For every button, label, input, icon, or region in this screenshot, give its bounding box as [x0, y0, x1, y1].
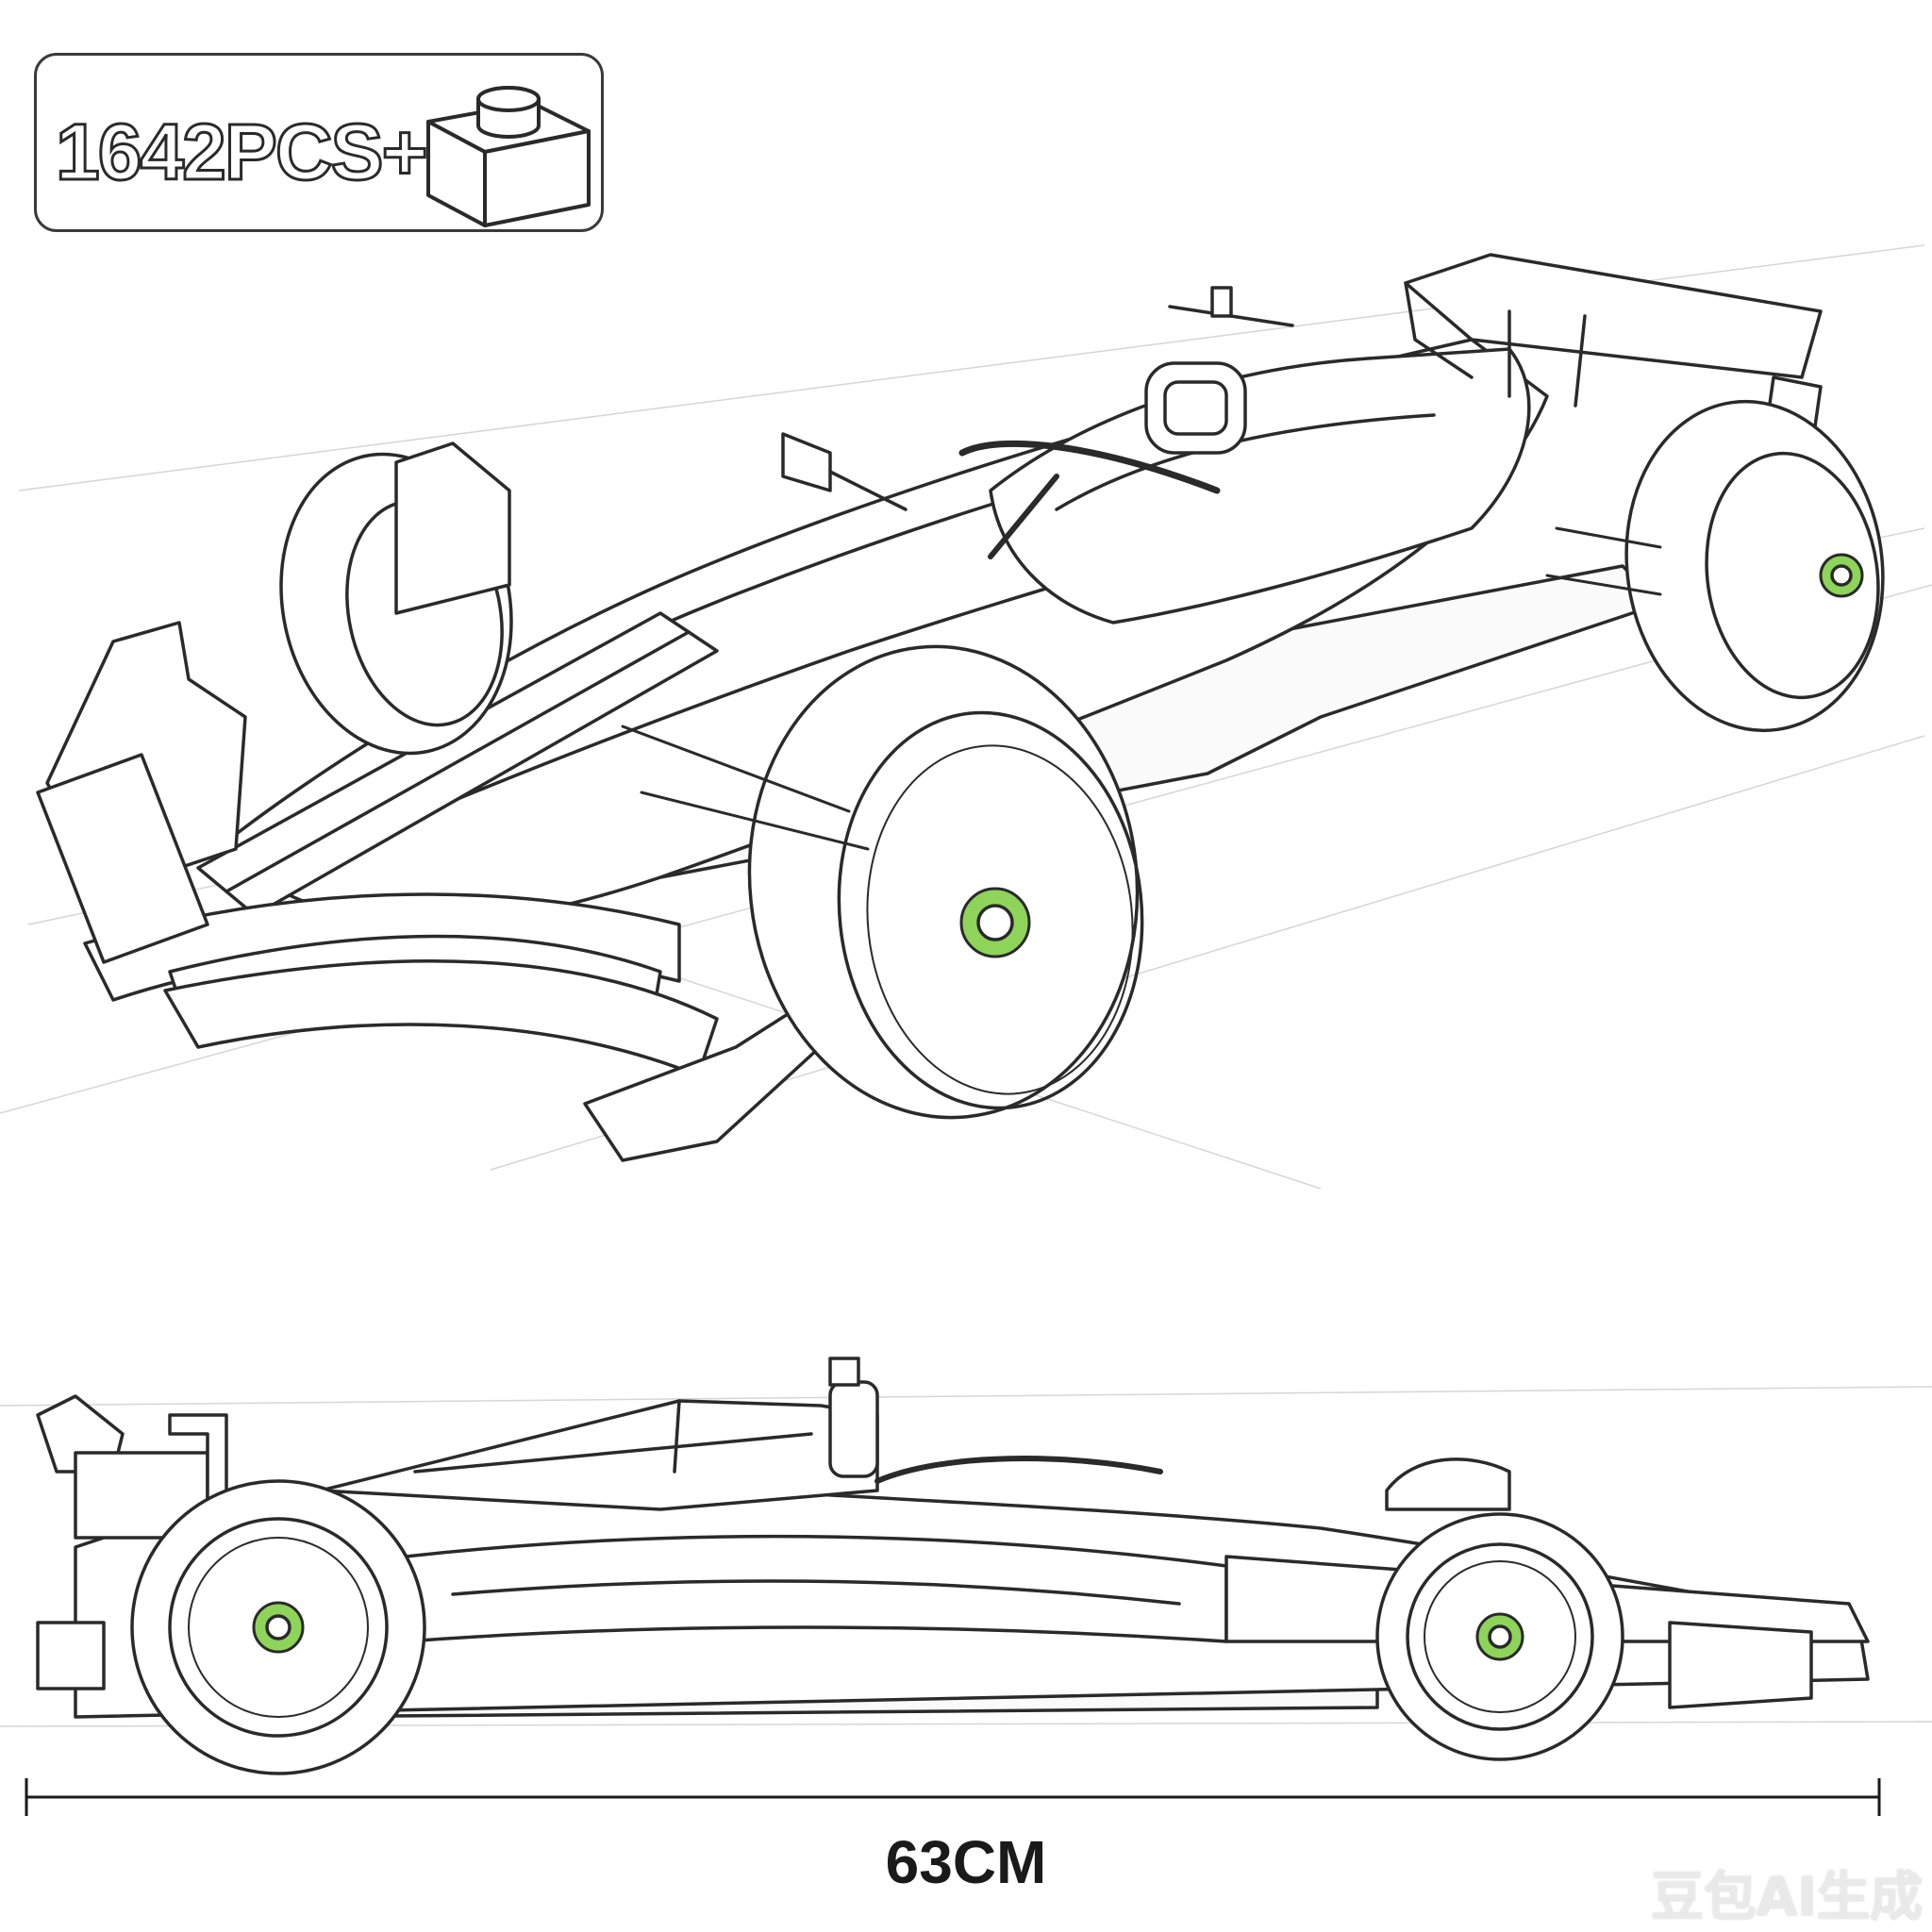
race-car-perspective-sketch — [36, 253, 1885, 1162]
length-dimension-label: 63CM — [885, 1828, 1047, 1896]
watermark: 豆包AI生成 — [1650, 1867, 1923, 1928]
piece-count-badge: 1642PCS+ — [34, 53, 604, 232]
dimension-line — [25, 1778, 1881, 1816]
piece-count-text: 1642PCS+ — [55, 108, 430, 196]
brick-icon — [426, 86, 591, 227]
race-car-side-sketch — [36, 1357, 1870, 1775]
